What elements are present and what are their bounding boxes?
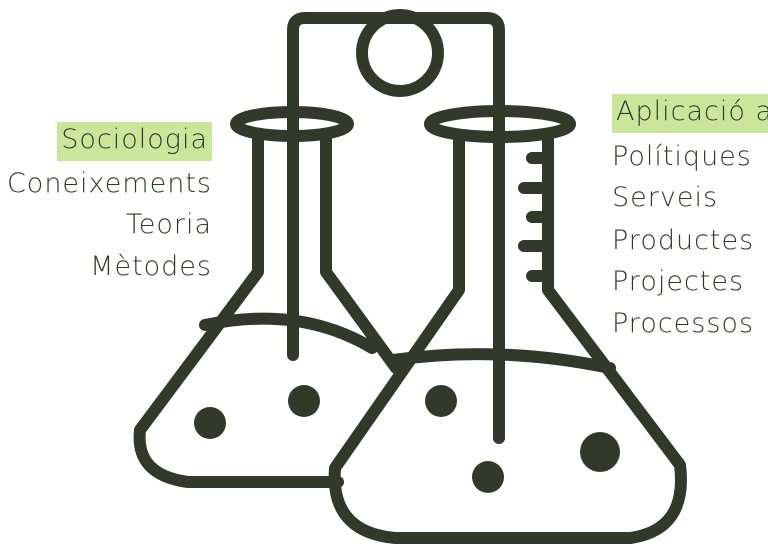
bubbles (194, 385, 620, 493)
stand-ring (356, 9, 444, 97)
right-item-productes: Productes (612, 225, 755, 256)
left-heading: Sociologia (57, 122, 212, 161)
right-item-serveis: Serveis (612, 182, 719, 213)
right-heading: Aplicació a (612, 94, 768, 133)
right-flask (328, 105, 687, 544)
left-heading-text: Sociologia (57, 122, 212, 161)
left-item-metodes: Mètodes (90, 251, 212, 282)
right-item-processos: Processos (612, 308, 755, 339)
right-heading-text: Aplicació a (612, 94, 768, 133)
left-item-teoria: Teoria (125, 209, 212, 240)
right-item-projectes: Projectes (612, 266, 745, 297)
left-item-coneixements: Coneixements (6, 168, 212, 199)
left-flask (133, 106, 402, 488)
right-item-politiques: Polítiques (612, 141, 752, 172)
